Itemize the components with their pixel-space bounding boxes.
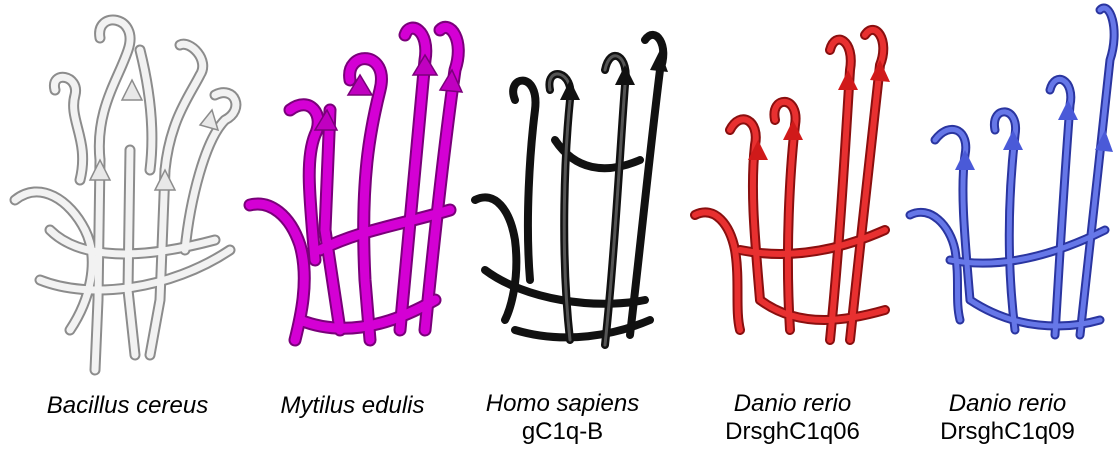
gene-label: DrsghC1q06 xyxy=(680,418,905,446)
structure-panel-bacillus: Bacillus cereus xyxy=(0,0,255,452)
species-label: Mytilus edulis xyxy=(230,392,475,420)
protein-ribbon-bacillus xyxy=(0,0,255,380)
structure-panel-mytilus: Mytilus edulis xyxy=(230,0,475,452)
species-label: Danio rerio xyxy=(895,390,1120,418)
gene-label: gC1q-B xyxy=(455,418,670,446)
caption-danio-09: Danio rerio DrsghC1q09 xyxy=(895,390,1120,446)
protein-ribbon-danio-06 xyxy=(680,0,905,380)
caption-mytilus: Mytilus edulis xyxy=(230,392,475,420)
protein-ribbon-homo xyxy=(455,0,670,380)
caption-bacillus: Bacillus cereus xyxy=(0,392,255,420)
gene-label: DrsghC1q09 xyxy=(895,418,1120,446)
species-label: Homo sapiens xyxy=(455,390,670,418)
protein-ribbon-danio-09 xyxy=(895,0,1120,380)
species-label: Bacillus cereus xyxy=(0,392,255,420)
caption-homo: Homo sapiens gC1q-B xyxy=(455,390,670,446)
species-label: Danio rerio xyxy=(680,390,905,418)
structure-panel-danio-09: Danio rerio DrsghC1q09 xyxy=(895,0,1120,452)
structure-panel-homo: Homo sapiens gC1q-B xyxy=(455,0,670,452)
protein-ribbon-mytilus xyxy=(230,0,475,380)
structure-panel-danio-06: Danio rerio DrsghC1q06 xyxy=(680,0,905,452)
caption-danio-06: Danio rerio DrsghC1q06 xyxy=(680,390,905,446)
